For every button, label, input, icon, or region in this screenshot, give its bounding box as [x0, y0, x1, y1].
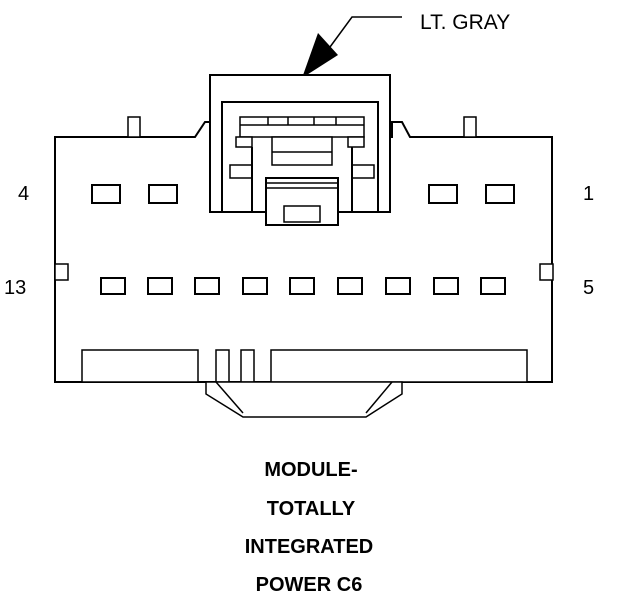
cavity — [194, 277, 220, 295]
left-side-key — [54, 263, 69, 281]
pin-label-top-right: 1 — [583, 183, 594, 205]
pin-label-bottom-left: 13 — [4, 277, 26, 299]
latch-tongue-slot — [283, 205, 321, 223]
title-line-1: MODULE- — [264, 459, 357, 481]
pin-label-top-left: 4 — [18, 183, 29, 205]
bottom-skirt — [205, 381, 403, 418]
latch-inner-frame — [221, 101, 379, 212]
bottom-slots — [81, 349, 528, 383]
pin-label-bottom-right: 5 — [583, 277, 594, 299]
callout-leader-line — [329, 16, 402, 48]
top-row-cavities — [91, 184, 515, 204]
latch-left-wing — [229, 164, 253, 179]
bottom-row-cavities — [100, 277, 506, 295]
cavity — [385, 277, 411, 295]
bottom-small-slot — [240, 349, 255, 383]
cavity — [100, 277, 126, 295]
latch-right-ear — [347, 136, 365, 148]
latch-left-ear — [235, 136, 253, 148]
cavity — [428, 184, 458, 204]
skirt-inner-left — [215, 381, 244, 414]
cavity — [147, 277, 173, 295]
connector-housing — [54, 121, 553, 383]
right-side-key — [539, 263, 554, 281]
pin-labels: 4 1 13 5 — [4, 183, 594, 299]
color-label: LT. GRAY — [420, 11, 510, 34]
cavity — [337, 277, 363, 295]
latch-right-wing — [351, 164, 375, 179]
callout-arrowhead — [302, 33, 338, 78]
bottom-left-slot — [81, 349, 199, 383]
latch-assembly — [209, 74, 391, 226]
latch-center-block — [271, 136, 333, 166]
color-callout: LT. GRAY — [302, 11, 510, 78]
cavity — [242, 277, 268, 295]
latch-top-bar — [239, 116, 365, 138]
title-line-4: POWER C6 — [256, 574, 363, 596]
cavity — [91, 184, 121, 204]
cavity — [485, 184, 515, 204]
cavity — [480, 277, 506, 295]
skirt-inner-right — [365, 381, 393, 414]
connector-body — [54, 74, 554, 418]
title-line-2: TOTALLY — [267, 498, 356, 520]
right-top-tab — [463, 116, 477, 138]
left-top-tab — [127, 116, 141, 138]
cavity — [289, 277, 315, 295]
cavity — [148, 184, 178, 204]
skirt-outer — [205, 381, 403, 418]
cavity — [433, 277, 459, 295]
title-line-3: INTEGRATED — [245, 536, 374, 558]
bottom-small-slot — [215, 349, 230, 383]
bottom-right-slot — [270, 349, 528, 383]
connector-title: MODULE- TOTALLY INTEGRATED POWER C6 — [245, 459, 374, 596]
